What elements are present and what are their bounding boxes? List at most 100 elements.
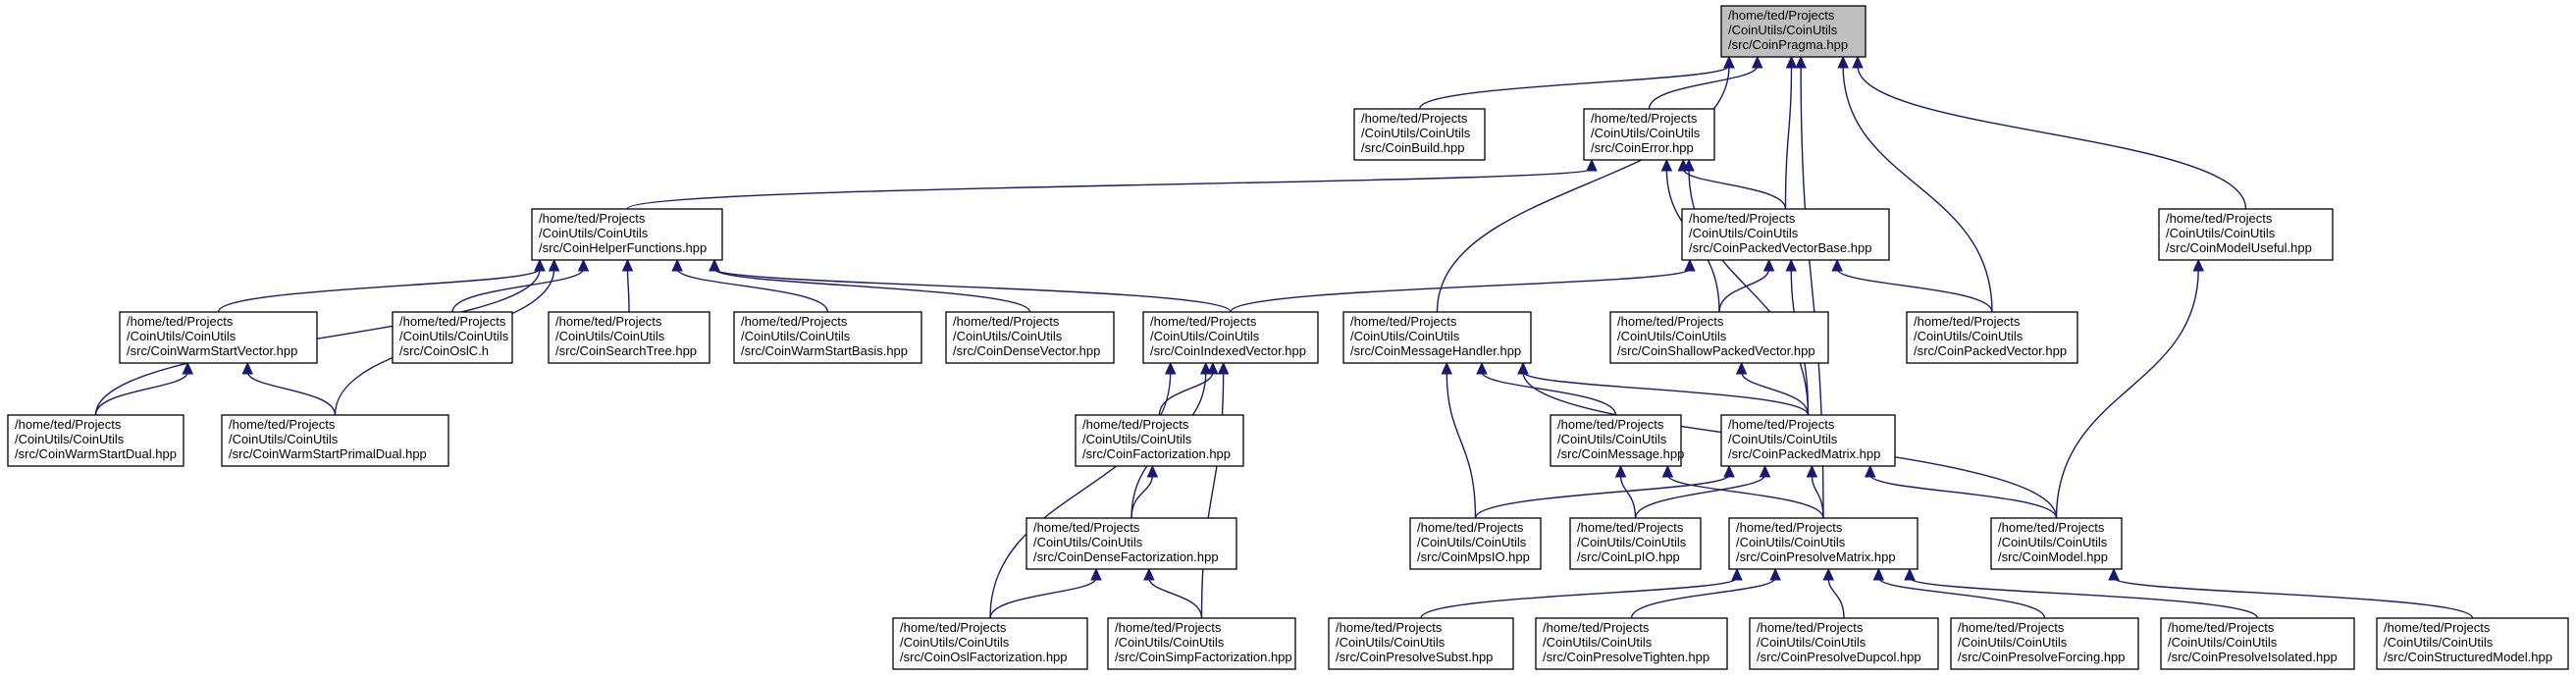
node-lpio[interactable]: /home/ted/Projects/CoinUtils/CoinUtils/s… <box>1569 517 1702 570</box>
node-label-line: /CoinUtils/CoinUtils <box>1336 635 1446 650</box>
node-preforcing[interactable]: /home/ted/Projects/CoinUtils/CoinUtils/s… <box>1950 617 2139 670</box>
node-label-line: /home/ted/Projects <box>2384 620 2491 635</box>
node-label-line: /home/ted/Projects <box>1689 211 1796 226</box>
node-label-line: /home/ted/Projects <box>1150 314 1257 329</box>
node-box <box>531 208 723 261</box>
arrowhead-icon <box>1217 361 1230 375</box>
node-pretighten[interactable]: /home/ted/Projects/CoinUtils/CoinUtils/s… <box>1535 617 1728 670</box>
node-presolvematrix[interactable]: /home/ted/Projects/CoinUtils/CoinUtils/s… <box>1728 517 1919 570</box>
edge-wsprimaldual-to-wsv <box>241 361 337 416</box>
nodes-layer: /home/ted/Projects/CoinUtils/CoinUtils/s… <box>7 5 2569 670</box>
node-label-line: /src/CoinMpsIO.hpp <box>1417 549 1530 564</box>
node-msghandler[interactable]: /home/ted/Projects/CoinUtils/CoinUtils/s… <box>1342 311 1532 364</box>
node-message[interactable]: /home/ted/Projects/CoinUtils/CoinUtils/s… <box>1550 414 1684 467</box>
node-label-line: /src/CoinOslFactorization.hpp <box>900 650 1068 664</box>
edge-simpfact-to-indexed <box>1200 361 1230 619</box>
edge-pvb-to-pragma <box>1784 55 1798 210</box>
arrowhead-icon <box>2108 567 2120 581</box>
node-box <box>7 414 184 467</box>
node-model[interactable]: /home/ted/Projects/CoinUtils/CoinUtils/s… <box>1990 517 2123 570</box>
node-label-line: /CoinUtils/CoinUtils <box>1736 535 1846 549</box>
arrowhead-icon <box>1146 464 1159 478</box>
edge-packedmatrix-to-msghandler <box>1517 361 1810 416</box>
node-box <box>1950 617 2139 670</box>
arrowhead-icon <box>1683 158 1695 172</box>
node-label-line: /home/ted/Projects <box>1617 314 1724 329</box>
edge-line <box>1436 65 1730 313</box>
node-packedvec[interactable]: /home/ted/Projects/CoinUtils/CoinUtils/s… <box>1906 311 2078 364</box>
node-label-line: /home/ted/Projects <box>1417 520 1524 535</box>
node-label-line: /home/ted/Projects <box>1591 111 1698 126</box>
node-label-line: /home/ted/Projects <box>741 314 848 329</box>
node-label-line: /home/ted/Projects <box>1082 417 1189 432</box>
node-label-line: /CoinUtils/CoinUtils <box>1617 329 1727 343</box>
edge-searchtree-to-helper <box>621 258 634 313</box>
node-modeluseful[interactable]: /home/ted/Projects/CoinUtils/CoinUtils/s… <box>2158 208 2334 261</box>
node-build[interactable]: /home/ted/Projects/CoinUtils/CoinUtils/s… <box>1353 108 1486 161</box>
edge-line <box>1740 371 1810 416</box>
node-pragma[interactable]: /home/ted/Projects/CoinUtils/CoinUtils/s… <box>1720 5 1866 58</box>
node-wsprimaldual[interactable]: /home/ted/Projects/CoinUtils/CoinUtils/s… <box>221 414 449 467</box>
arrowhead-icon <box>1759 464 1771 478</box>
node-factorization[interactable]: /home/ted/Projects/CoinUtils/CoinUtils/s… <box>1075 414 1244 467</box>
node-predupcol[interactable]: /home/ted/Projects/CoinUtils/CoinUtils/s… <box>1749 617 1939 670</box>
edge-line <box>989 371 1172 619</box>
node-label-line: /src/CoinShallowPackedVector.hpp <box>1617 343 1815 358</box>
node-label-line: /home/ted/Projects <box>1557 417 1664 432</box>
node-densefact[interactable]: /home/ted/Projects/CoinUtils/CoinUtils/s… <box>1025 517 1237 570</box>
node-searchtree[interactable]: /home/ted/Projects/CoinUtils/CoinUtils/s… <box>548 311 710 364</box>
edge-line <box>1718 268 1770 313</box>
node-label-line: /home/ted/Projects <box>1728 8 1835 23</box>
node-pvb[interactable]: /home/ted/Projects/CoinUtils/CoinUtils/s… <box>1681 208 1890 261</box>
node-preisolated[interactable]: /home/ted/Projects/CoinUtils/CoinUtils/s… <box>2160 617 2355 670</box>
node-structmodel[interactable]: /home/ted/Projects/CoinUtils/CoinUtils/s… <box>2376 617 2569 670</box>
node-wsbasis[interactable]: /home/ted/Projects/CoinUtils/CoinUtils/s… <box>733 311 922 364</box>
node-packedmatrix[interactable]: /home/ted/Projects/CoinUtils/CoinUtils/s… <box>1720 414 1896 467</box>
edge-presolvematrix-to-packedmatrix <box>1806 464 1824 519</box>
arrowhead-icon <box>671 258 683 272</box>
node-wsv[interactable]: /home/ted/Projects/CoinUtils/CoinUtils/s… <box>119 311 318 364</box>
node-wsdual[interactable]: /home/ted/Projects/CoinUtils/CoinUtils/s… <box>7 414 184 467</box>
node-label-line: /CoinUtils/CoinUtils <box>1998 535 2108 549</box>
node-label-line: /CoinUtils/CoinUtils <box>1150 329 1260 343</box>
node-box <box>1353 108 1486 161</box>
node-box <box>1720 5 1866 58</box>
node-box <box>221 414 449 467</box>
edge-line <box>1630 577 1776 619</box>
node-box <box>1550 414 1682 467</box>
arrowhead-icon <box>1207 361 1219 375</box>
node-densevec[interactable]: /home/ted/Projects/CoinUtils/CoinUtils/s… <box>945 311 1115 364</box>
node-osic[interactable]: /home/ted/Projects/CoinUtils/CoinUtils/s… <box>392 311 513 364</box>
edge-modeluseful-to-pragma <box>1852 55 2247 210</box>
arrowhead-icon <box>1441 361 1453 375</box>
node-box <box>1535 617 1728 670</box>
node-box <box>392 311 513 364</box>
node-label-line: /home/ted/Projects <box>1736 520 1843 535</box>
node-label-line: /src/CoinPresolveSubst.hpp <box>1336 650 1493 664</box>
node-label-line: /home/ted/Projects <box>1361 111 1468 126</box>
edges-layer <box>94 55 2474 619</box>
edge-helper-to-error <box>626 158 1598 210</box>
node-label-line: /src/CoinWarmStartPrimalDual.hpp <box>229 446 427 461</box>
edge-line <box>1420 577 1738 619</box>
node-simpfact[interactable]: /home/ted/Projects/CoinUtils/CoinUtils/s… <box>1107 617 1296 670</box>
node-indexed[interactable]: /home/ted/Projects/CoinUtils/CoinUtils/s… <box>1142 311 1319 364</box>
node-label-line: /CoinUtils/CoinUtils <box>127 329 237 343</box>
arrowhead-icon <box>1831 258 1843 272</box>
node-box <box>119 311 318 364</box>
node-box <box>1681 208 1890 261</box>
node-box <box>1609 311 1829 364</box>
edge-packedmatrix-to-shallow <box>1735 361 1810 416</box>
edge-line <box>989 577 1097 619</box>
node-label-line: /CoinUtils/CoinUtils <box>1914 329 2024 343</box>
node-mpsio[interactable]: /home/ted/Projects/CoinUtils/CoinUtils/s… <box>1409 517 1542 570</box>
node-shallow[interactable]: /home/ted/Projects/CoinUtils/CoinUtils/s… <box>1609 311 1829 364</box>
node-label-line: /CoinUtils/CoinUtils <box>741 329 851 343</box>
node-oslfact[interactable]: /home/ted/Projects/CoinUtils/CoinUtils/s… <box>892 617 1088 670</box>
arrowhead-icon <box>1864 464 1876 478</box>
edge-preisolated-to-presolvematrix <box>1904 567 2259 619</box>
node-helper[interactable]: /home/ted/Projects/CoinUtils/CoinUtils/s… <box>531 208 723 261</box>
node-error[interactable]: /home/ted/Projects/CoinUtils/CoinUtils/s… <box>1583 108 1715 161</box>
node-label-line: /src/CoinPresolveIsolated.hpp <box>2168 650 2338 664</box>
node-presubst[interactable]: /home/ted/Projects/CoinUtils/CoinUtils/s… <box>1328 617 1514 670</box>
